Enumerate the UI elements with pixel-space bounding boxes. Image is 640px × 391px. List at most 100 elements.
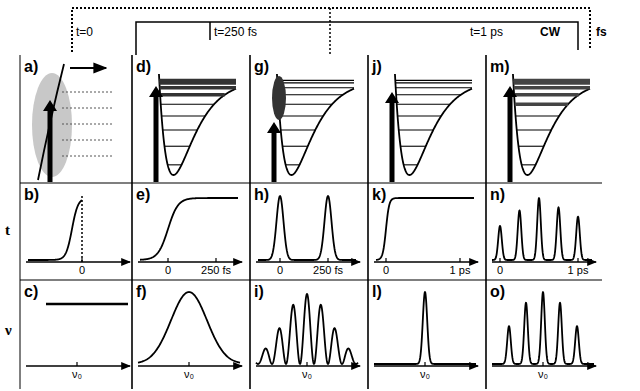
wavepacket — [272, 76, 286, 120]
vibrational-level — [517, 129, 552, 130]
line-spectrum — [374, 292, 476, 364]
bracket-tick — [209, 22, 211, 40]
vibrational-level — [396, 94, 461, 95]
step-profile — [140, 198, 238, 260]
panel-letter: o) — [490, 283, 505, 301]
vibrational-level — [404, 164, 418, 165]
vibrational-level — [513, 81, 590, 85]
vibrational-level — [281, 129, 316, 130]
comb-spectrum — [492, 292, 594, 364]
column-divider — [131, 55, 133, 389]
axis-tick — [167, 258, 168, 262]
axis-tick — [306, 362, 307, 366]
pulse-train — [492, 198, 592, 260]
vibrational-level — [279, 104, 332, 105]
axis-tick — [459, 258, 460, 262]
axis-variable: ν — [5, 322, 12, 339]
row-divider — [20, 182, 602, 183]
vibrational-level — [398, 115, 442, 116]
pulse-profile — [28, 200, 82, 260]
panel-letter: j) — [372, 58, 382, 76]
axis — [374, 365, 478, 366]
flat-spectrum — [46, 303, 128, 306]
column-divider — [249, 55, 251, 389]
tick-label: 250 fs — [313, 264, 343, 276]
axis-tick — [499, 258, 500, 262]
axis-variable: t — [5, 222, 10, 239]
dashed-level — [62, 92, 112, 93]
panel-letter: c) — [24, 283, 38, 301]
vibrational-level — [159, 79, 236, 83]
tick-label: 0 — [497, 264, 503, 276]
axis-tick — [327, 258, 328, 262]
excitation-arrow — [385, 92, 399, 182]
column-divider — [20, 55, 21, 389]
tick-label: ν₀ — [538, 368, 548, 380]
vibrational-level — [395, 80, 472, 81]
panel-letter: f) — [136, 283, 147, 301]
fs-bracket — [72, 8, 590, 52]
axis-tick — [76, 362, 77, 366]
panel-letter: m) — [490, 58, 510, 76]
vibrational-level — [286, 164, 300, 165]
potential-curve — [277, 74, 354, 175]
potential-curve — [159, 74, 236, 175]
vibrational-level — [515, 102, 568, 106]
panel-letter: l) — [372, 283, 382, 301]
vibrational-level — [522, 164, 536, 165]
time-label: t=0 — [76, 26, 93, 39]
axis-tick — [188, 362, 189, 366]
gaussian-spectrum — [138, 292, 240, 363]
potential-curve — [513, 74, 590, 175]
axis — [256, 365, 360, 366]
vibrational-level — [514, 86, 590, 90]
vibrational-level — [278, 87, 354, 88]
tick-label: 1 ps — [568, 264, 589, 276]
axis-tick — [215, 258, 216, 262]
vibrational-level — [161, 104, 214, 105]
tick-label: ν₀ — [72, 368, 82, 380]
vibrational-level — [280, 115, 324, 116]
time-label: t=1 ps — [470, 26, 503, 39]
axis — [138, 365, 242, 366]
tick-label: 1 ps — [450, 264, 471, 276]
excitation-arrow — [503, 86, 517, 182]
vibrational-level — [164, 146, 189, 147]
panel-letter: b) — [24, 186, 39, 204]
regime-label: fs — [596, 26, 607, 39]
cw-bracket — [136, 22, 578, 55]
panel-letter: d) — [136, 58, 151, 76]
row-divider — [20, 279, 602, 280]
vibrational-level — [162, 115, 206, 116]
vibrational-level — [518, 146, 543, 147]
tick-label: 0 — [277, 264, 283, 276]
excitation-arrow — [43, 100, 57, 182]
axis — [492, 365, 596, 366]
panel-letter: e) — [136, 186, 150, 204]
axis-tick — [279, 258, 280, 262]
panel-letter: i) — [254, 283, 264, 301]
vibrational-level — [160, 86, 236, 90]
panel-letter: h) — [254, 186, 269, 204]
pulse-pair — [258, 196, 356, 260]
axis-tick — [385, 258, 386, 262]
axis-tick — [542, 362, 543, 366]
tick-label: ν₀ — [420, 368, 430, 380]
excitation-arrow — [149, 86, 163, 182]
tick-label: 0 — [165, 264, 171, 276]
vibrational-level — [277, 80, 354, 81]
time-label: t=250 fs — [214, 26, 257, 39]
cutoff-line — [81, 196, 83, 262]
axis — [26, 261, 130, 262]
tick-label: 0 — [383, 264, 389, 276]
axis — [138, 261, 242, 262]
panel-letter: a) — [24, 58, 38, 76]
axis — [256, 261, 360, 262]
axis — [492, 261, 596, 262]
step-profile — [376, 198, 474, 260]
vibrational-level — [159, 81, 236, 85]
column-divider — [367, 55, 369, 389]
tick-label: ν₀ — [302, 368, 312, 380]
